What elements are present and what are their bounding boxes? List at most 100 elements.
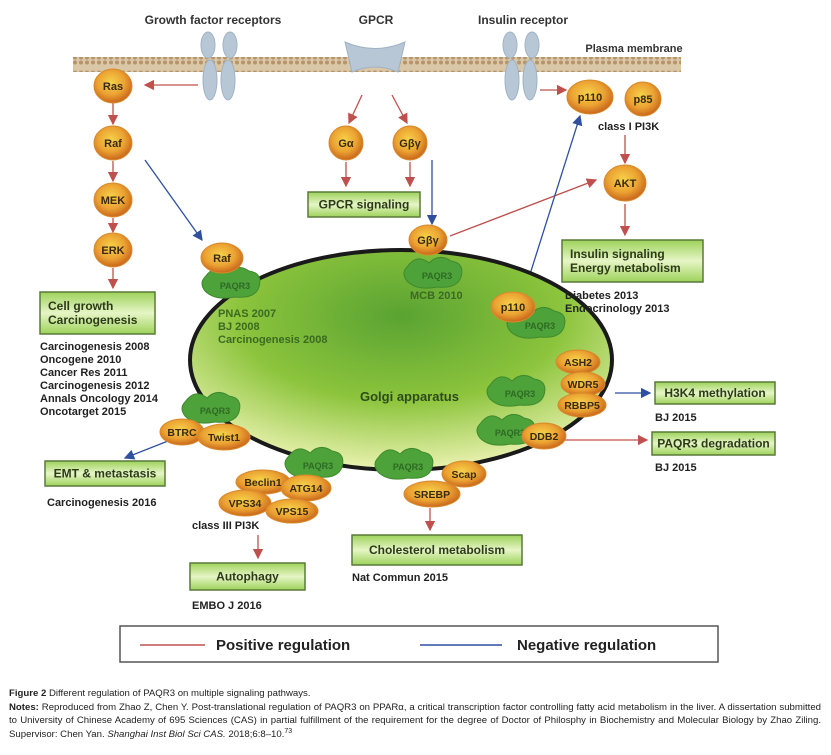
protein-label: Raf <box>104 138 122 150</box>
protein-label: p110 <box>578 92 602 104</box>
class3-pi3k-label: class III PI3K <box>192 520 259 532</box>
top-labels: Growth factor receptors GPCR Insulin rec… <box>145 13 683 55</box>
paqr3-label: PAQR3 <box>393 462 423 472</box>
protein-akt: AKT <box>603 164 647 202</box>
protein-ash2: ASH2 <box>555 349 601 375</box>
protein-label: Beclin1 <box>244 477 282 489</box>
positive-regulation-label: Positive regulation <box>216 637 350 654</box>
protein-shape <box>93 182 133 218</box>
golgi-ref: Carcinogenesis 2008 <box>218 334 327 346</box>
h3k4-box: H3K4 methylation <box>654 381 776 405</box>
protein-btrc: BTRC <box>159 418 205 446</box>
protein-shape <box>408 224 448 256</box>
negative-arrow <box>144 159 203 242</box>
box-label: GPCR signaling <box>319 198 410 212</box>
paqr3-label: PAQR3 <box>303 461 333 471</box>
insulin-receptor-label: Insulin receptor <box>478 13 568 27</box>
box-label: Autophagy <box>216 570 279 584</box>
protein-label: AKT <box>614 178 637 190</box>
ref: Oncotarget 2015 <box>40 406 126 418</box>
negative-arrow <box>123 440 169 460</box>
protein-shape <box>392 125 428 161</box>
legend-box <box>119 625 719 663</box>
paqr3-label: PAQR3 <box>525 321 555 331</box>
positive-arrow <box>391 94 408 125</box>
text-labels: class I PI3K class III PI3K Carcinogenes… <box>40 121 697 612</box>
box-label: Energy metabolism <box>570 261 681 275</box>
protein-label: BTRC <box>167 427 197 439</box>
protein-label: DDB2 <box>530 431 559 443</box>
protein-gbg: Gβγ <box>392 125 428 161</box>
paqr3-label: PAQR3 <box>200 406 230 416</box>
positive-arrow <box>449 178 598 237</box>
box-shape <box>651 431 776 456</box>
paqr3-label: PAQR3 <box>422 271 452 281</box>
ref: Carcinogenesis 2016 <box>47 497 156 509</box>
box-label: Insulin signaling <box>570 247 665 261</box>
protein-shape <box>490 291 536 323</box>
golgi-ref: BJ 2008 <box>218 321 260 333</box>
cholesterol-box: Cholesterol metabolism <box>351 534 523 566</box>
paqr3-shape <box>181 392 241 424</box>
negative-arrow <box>524 114 583 291</box>
notes-text: Reproduced from Zhao Z, Chen Y. Post-tra… <box>9 701 821 740</box>
protein-label: VPS34 <box>229 498 262 510</box>
protein-shape <box>93 232 133 268</box>
protein-shape <box>557 392 607 418</box>
box-shape <box>39 291 156 335</box>
protein-label: p110 <box>501 302 525 314</box>
ref: Annals Oncology 2014 <box>40 393 159 405</box>
reference-number: 73 <box>284 727 293 735</box>
protein-shape <box>441 460 487 488</box>
protein-shape <box>603 164 647 202</box>
ref: EMBO J 2016 <box>192 600 262 612</box>
protein-shape <box>265 498 319 524</box>
protein-srebp: SREBP <box>403 480 461 508</box>
box-label: Cholesterol metabolism <box>369 543 505 557</box>
paqr3-protein: PAQR3 <box>486 375 546 407</box>
paqr3-pathway-diagram: Growth factor receptors GPCR Insulin rec… <box>39 13 776 663</box>
paqr3-shape <box>486 375 546 407</box>
protein-ddb2: DDB2 <box>521 422 567 450</box>
protein-label: RBBP5 <box>564 400 600 412</box>
protein-rbbp5: RBBP5 <box>557 392 607 418</box>
protein-scap: Scap <box>441 460 487 488</box>
autophagy-box: Autophagy <box>189 562 306 591</box>
protein-label: SREBP <box>414 489 450 501</box>
protein-label: Gα <box>338 138 354 150</box>
protein-shape <box>328 125 364 161</box>
paqr3-label: PAQR3 <box>505 389 535 399</box>
protein-gbg-golgi: Gβγ <box>408 224 448 256</box>
golgi-text: PNAS 2007 BJ 2008 Carcinogenesis 2008 MC… <box>218 290 463 404</box>
journal: Shanghai Inst Biol Sci CAS. <box>107 728 226 740</box>
protein-label: Gβγ <box>399 138 421 150</box>
protein-shape <box>403 480 461 508</box>
paqr3-protein: PAQR3 <box>374 448 434 480</box>
paqr3-protein: PAQR3 <box>181 392 241 424</box>
box-shape <box>307 191 421 218</box>
protein-shape <box>197 423 251 451</box>
box-shape <box>561 239 704 283</box>
emt-box: EMT & metastasis <box>44 460 166 487</box>
box-label: Cell growth <box>48 299 113 313</box>
arrows <box>107 79 652 560</box>
protein-vps34: VPS34 <box>218 489 272 517</box>
protein-wdr5: WDR5 <box>560 371 606 397</box>
box-label: PAQR3 degradation <box>657 437 769 451</box>
box-label: H3K4 methylation <box>664 386 765 400</box>
golgi-ref: PNAS 2007 <box>218 308 276 320</box>
figure-label: Figure 2 <box>9 688 47 699</box>
protein-label: Raf <box>213 253 231 265</box>
figure-caption: Figure 2 Different regulation of PAQR3 o… <box>9 687 821 741</box>
ref: Cancer Res 2011 <box>40 367 127 379</box>
ref: Oncogene 2010 <box>40 354 121 366</box>
protein-erk: ERK <box>93 232 133 268</box>
protein-label: Gβγ <box>417 235 439 247</box>
citation: 2018;6:8–10. <box>228 728 285 740</box>
gpcr-label: GPCR <box>359 13 394 27</box>
notes-label: Notes: <box>9 701 39 713</box>
